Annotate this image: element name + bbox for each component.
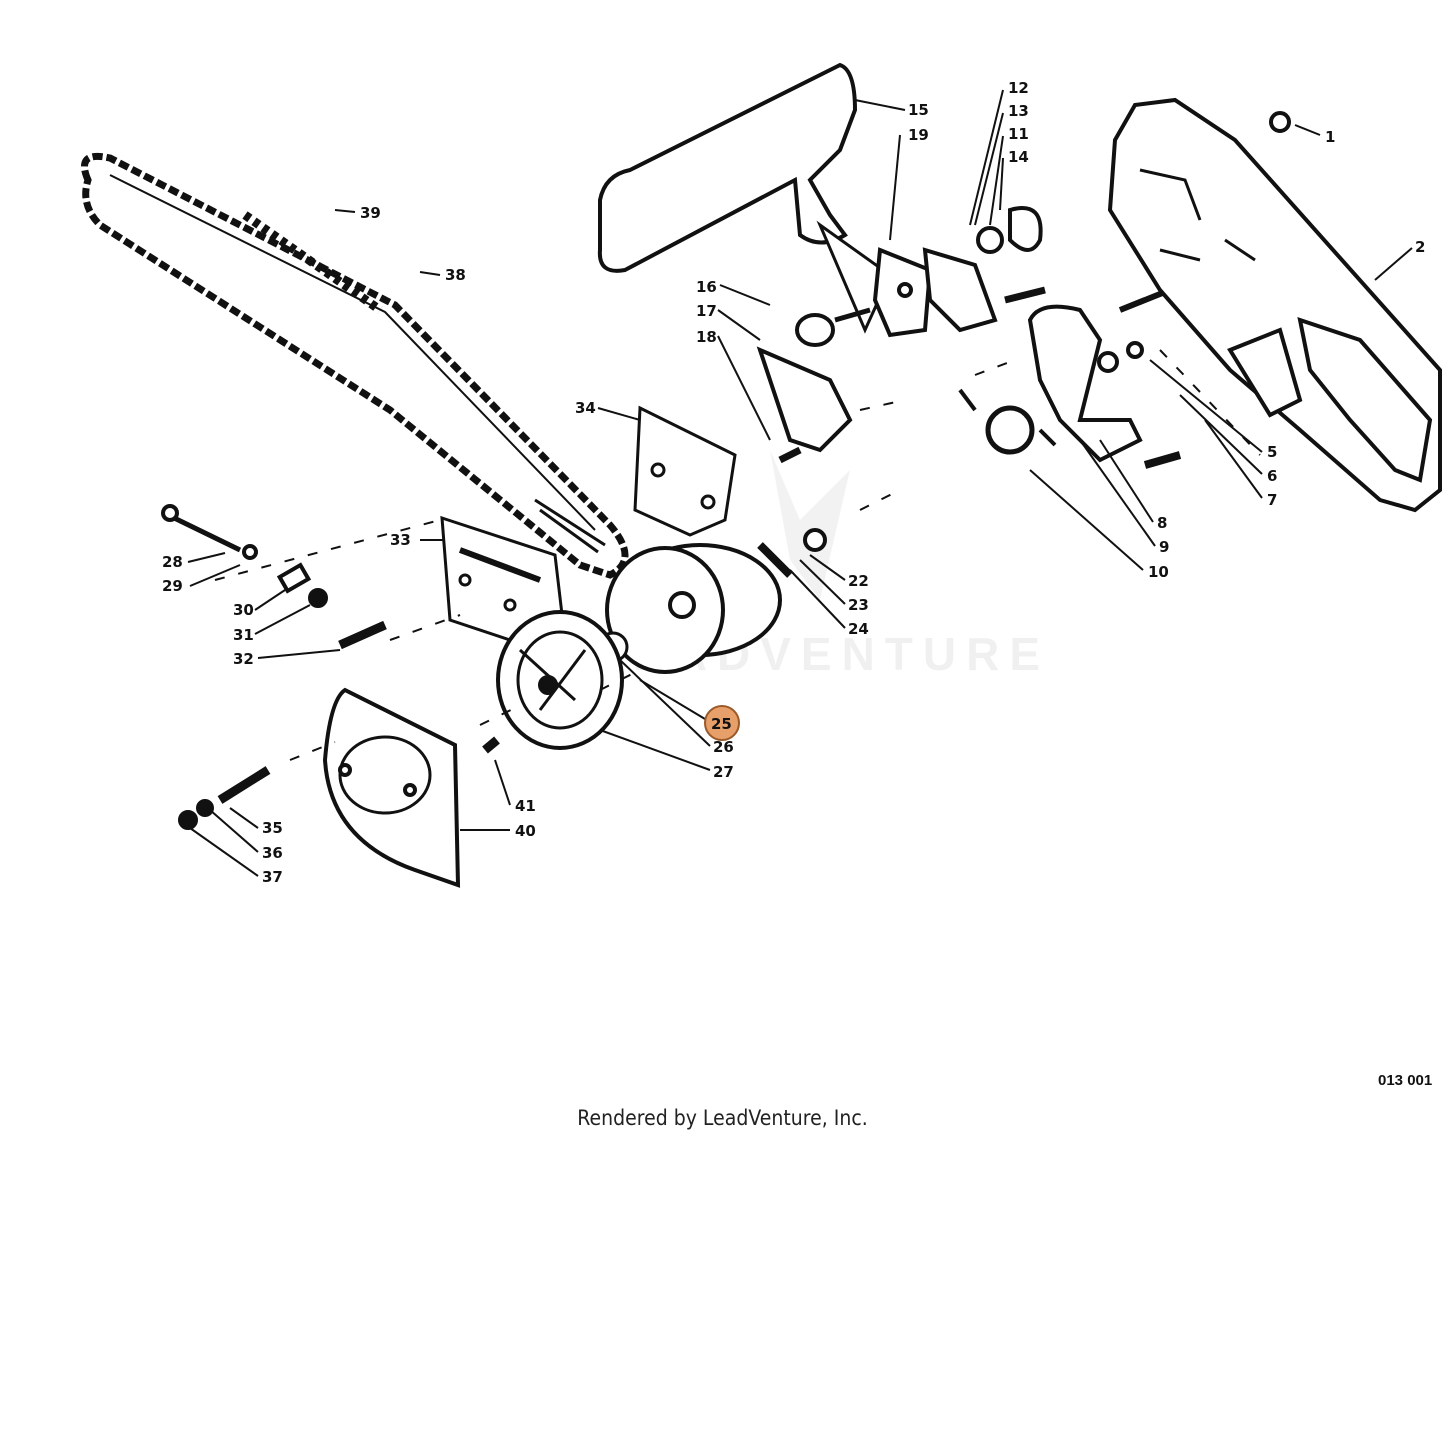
callout-41[interactable]: 41 <box>515 797 536 815</box>
drawing-code: 013 001 <box>1378 1072 1433 1089</box>
engine-housing <box>1107 97 1442 513</box>
callout-23[interactable]: 23 <box>848 596 869 614</box>
callout-22[interactable]: 22 <box>848 572 869 590</box>
callout-1[interactable]: 1 <box>1325 128 1335 146</box>
callout-10[interactable]: 10 <box>1148 563 1169 581</box>
callout-31[interactable]: 31 <box>233 626 254 644</box>
chain-brake-parts <box>756 206 1043 464</box>
callout-5[interactable]: 5 <box>1267 443 1277 461</box>
rendered-by-footer: Rendered by LeadVenture, Inc. <box>577 1106 868 1130</box>
callout-39[interactable]: 39 <box>360 204 381 222</box>
callout-24[interactable]: 24 <box>848 620 869 638</box>
callout-28[interactable]: 28 <box>162 553 183 571</box>
callout-25[interactable]: 25 <box>711 715 732 733</box>
callout-40[interactable]: 40 <box>515 822 536 840</box>
callout-34[interactable]: 34 <box>575 399 596 417</box>
callout-38[interactable]: 38 <box>445 266 466 284</box>
callout-9[interactable]: 9 <box>1159 538 1169 556</box>
callout-15[interactable]: 15 <box>908 101 929 119</box>
callout-18[interactable]: 18 <box>696 328 717 346</box>
brake-springs-and-levers <box>958 286 1182 469</box>
callout-37[interactable]: 37 <box>262 868 283 886</box>
callout-35[interactable]: 35 <box>262 819 283 837</box>
callout-29[interactable]: 29 <box>162 577 183 595</box>
callout-6[interactable]: 6 <box>1267 467 1277 485</box>
callout-2[interactable]: 2 <box>1415 238 1425 256</box>
callout-27[interactable]: 27 <box>713 763 734 781</box>
guide-bar-and-chain <box>81 152 629 579</box>
callout-7[interactable]: 7 <box>1267 491 1277 509</box>
callout-32[interactable]: 32 <box>233 650 254 668</box>
callout-11[interactable]: 11 <box>1008 125 1029 143</box>
callout-13[interactable]: 13 <box>1008 102 1029 120</box>
leader-lines <box>187 89 1413 877</box>
bar-studs-and-nuts <box>161 504 387 830</box>
callout-14[interactable]: 14 <box>1008 148 1029 166</box>
callout-16[interactable]: 16 <box>696 278 717 296</box>
callout-36[interactable]: 36 <box>262 844 283 862</box>
highlight-marker <box>704 705 740 741</box>
callout-12[interactable]: 12 <box>1008 79 1029 97</box>
callouts[interactable]: 1 2 5 6 7 8 9 10 11 12 13 14 15 16 17 18… <box>162 79 1425 886</box>
callout-19[interactable]: 19 <box>908 126 929 144</box>
clutch-assembly <box>496 610 624 750</box>
front-handle <box>597 62 858 273</box>
callout-17[interactable]: 17 <box>696 302 717 320</box>
sprocket-cover <box>322 687 500 888</box>
callout-30[interactable]: 30 <box>233 601 254 619</box>
callout-33[interactable]: 33 <box>390 531 411 549</box>
callout-26[interactable]: 26 <box>713 738 734 756</box>
callout-8[interactable]: 8 <box>1157 514 1167 532</box>
